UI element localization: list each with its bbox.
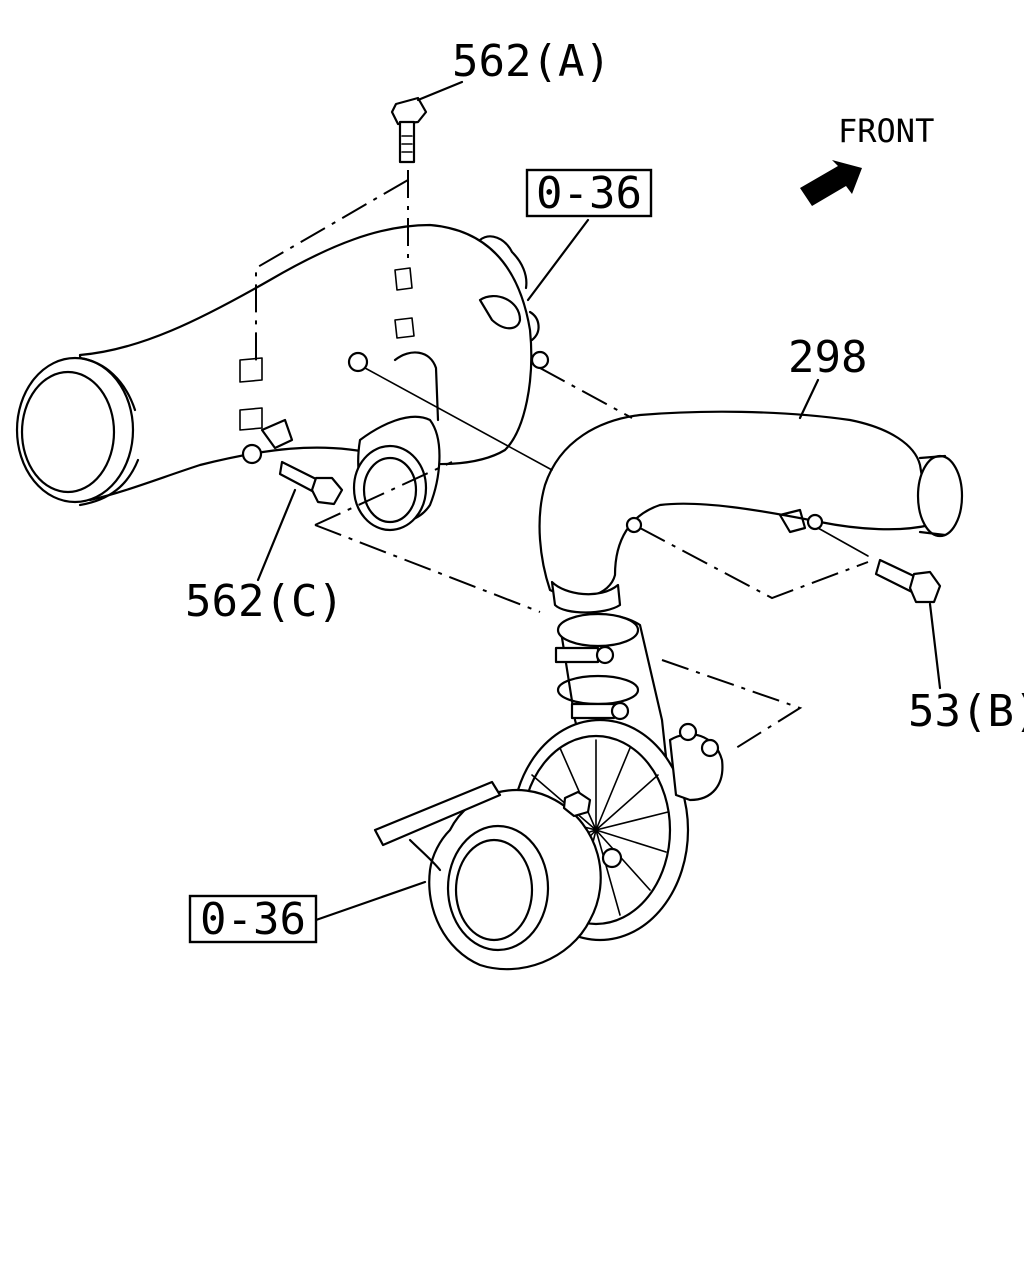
bolt-562c <box>278 460 344 506</box>
label-bolt-562a: 562(A) <box>452 36 611 87</box>
ref-box-top[interactable]: 0-36 <box>525 168 653 219</box>
ref-label-bottom[interactable]: 0-36 <box>200 894 306 945</box>
leader-lines <box>256 80 942 922</box>
label-bolt-53b: 53(B) <box>908 686 1024 737</box>
assembly-lines <box>255 170 869 749</box>
label-bolt-562c: 562(C) <box>185 576 344 627</box>
label-pipe-298: 298 <box>788 332 867 383</box>
bolt-562a <box>390 96 428 164</box>
pipe-298 <box>538 410 964 614</box>
ref-label-top[interactable]: 0-36 <box>536 168 642 219</box>
front-arrow-icon <box>800 160 862 206</box>
bolt-53b <box>874 558 942 604</box>
upper-pipe-assembly <box>15 223 550 532</box>
ref-box-bottom[interactable]: 0-36 <box>188 894 318 945</box>
turbocharger <box>373 612 724 971</box>
front-label: FRONT <box>838 112 934 150</box>
